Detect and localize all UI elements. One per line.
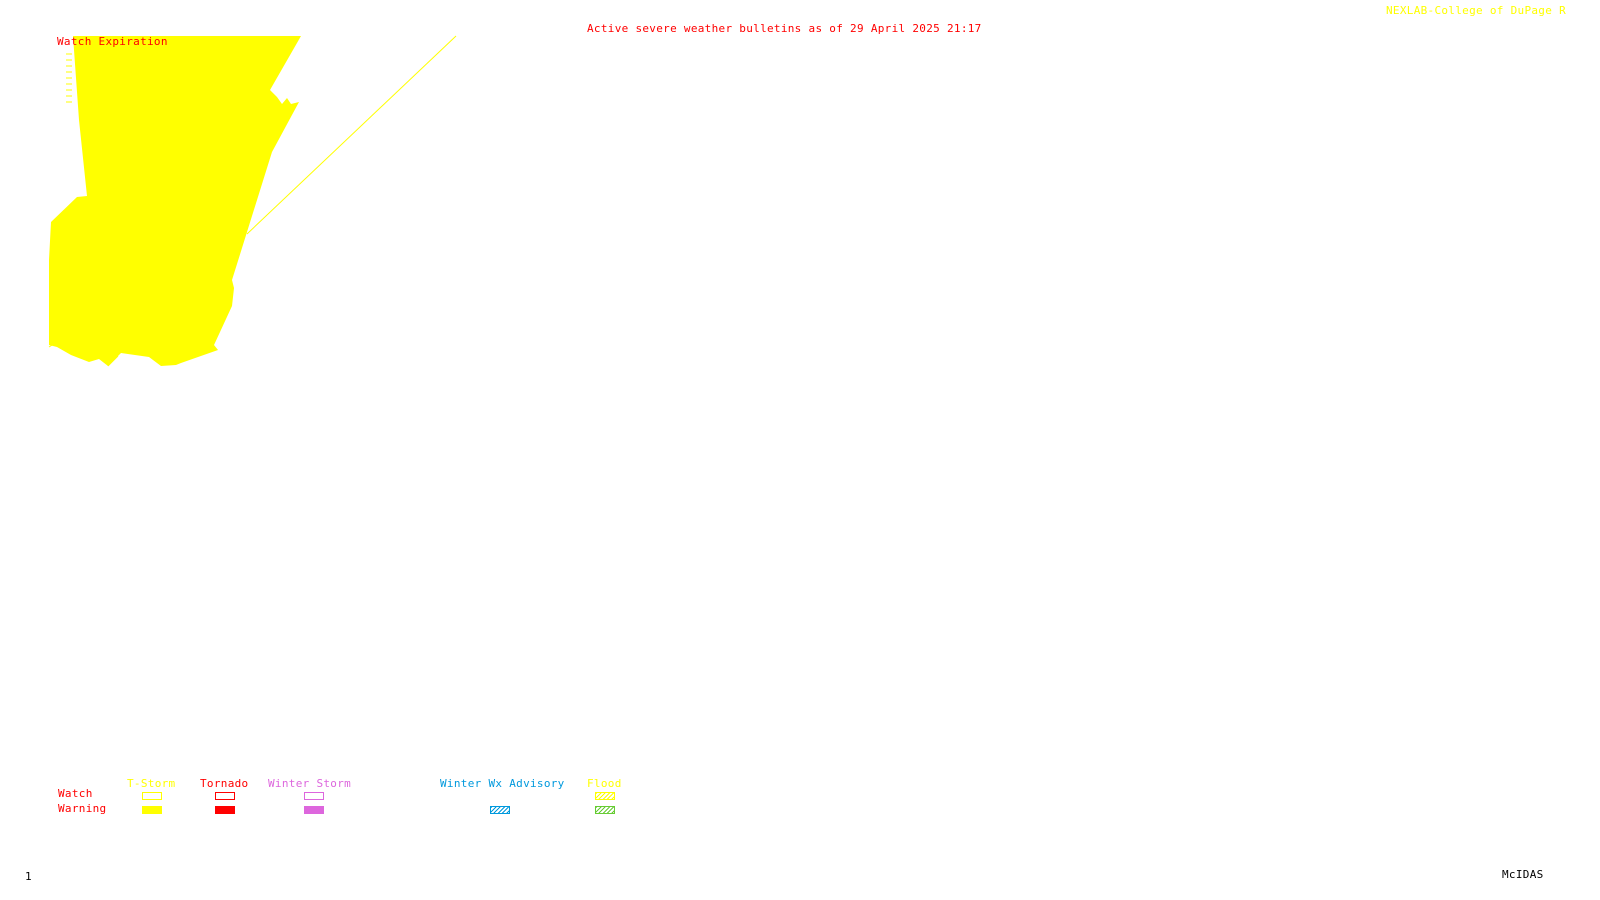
expiration-tick-marks	[66, 53, 72, 103]
legend-winter-storm-watch-swatch	[304, 792, 324, 800]
legend-tornado-warning-swatch	[215, 806, 235, 814]
legend-flood-label: Flood	[587, 777, 622, 790]
watch-boundary-line	[107, 355, 119, 367]
legend-winter-storm-label: Winter Storm	[268, 777, 352, 790]
legend-tornado-watch-swatch	[215, 792, 235, 800]
watch-boundary-line	[48, 339, 61, 348]
watch-boundary-line	[246, 35, 457, 235]
software-label: McIDAS	[1502, 868, 1544, 881]
legend-tornado-label: Tornado	[200, 777, 249, 790]
page-title: Active severe weather bulletins as of 29…	[587, 22, 982, 35]
legend-winter-advisory-label: Winter Wx Advisory	[440, 777, 565, 790]
legend-tstorm-label: T-Storm	[127, 777, 176, 790]
thunderstorm-watch-area	[49, 36, 301, 366]
legend-tstorm-watch-swatch	[142, 792, 162, 800]
credit-label: NEXLAB-College of DuPage R	[1386, 4, 1566, 17]
legend-winter-advisory-warning-swatch	[490, 806, 510, 814]
watch-expiration-label: Watch Expiration	[57, 35, 168, 48]
legend-flood-watch-swatch	[595, 792, 615, 800]
legend-row-warning: Warning	[58, 802, 107, 815]
legend-tstorm-warning-swatch	[142, 806, 162, 814]
legend-flood-warning-swatch	[595, 806, 615, 814]
legend-row-watch: Watch	[58, 787, 93, 800]
legend-winter-storm-warning-swatch	[304, 806, 324, 814]
frame-number: 1	[25, 870, 32, 883]
